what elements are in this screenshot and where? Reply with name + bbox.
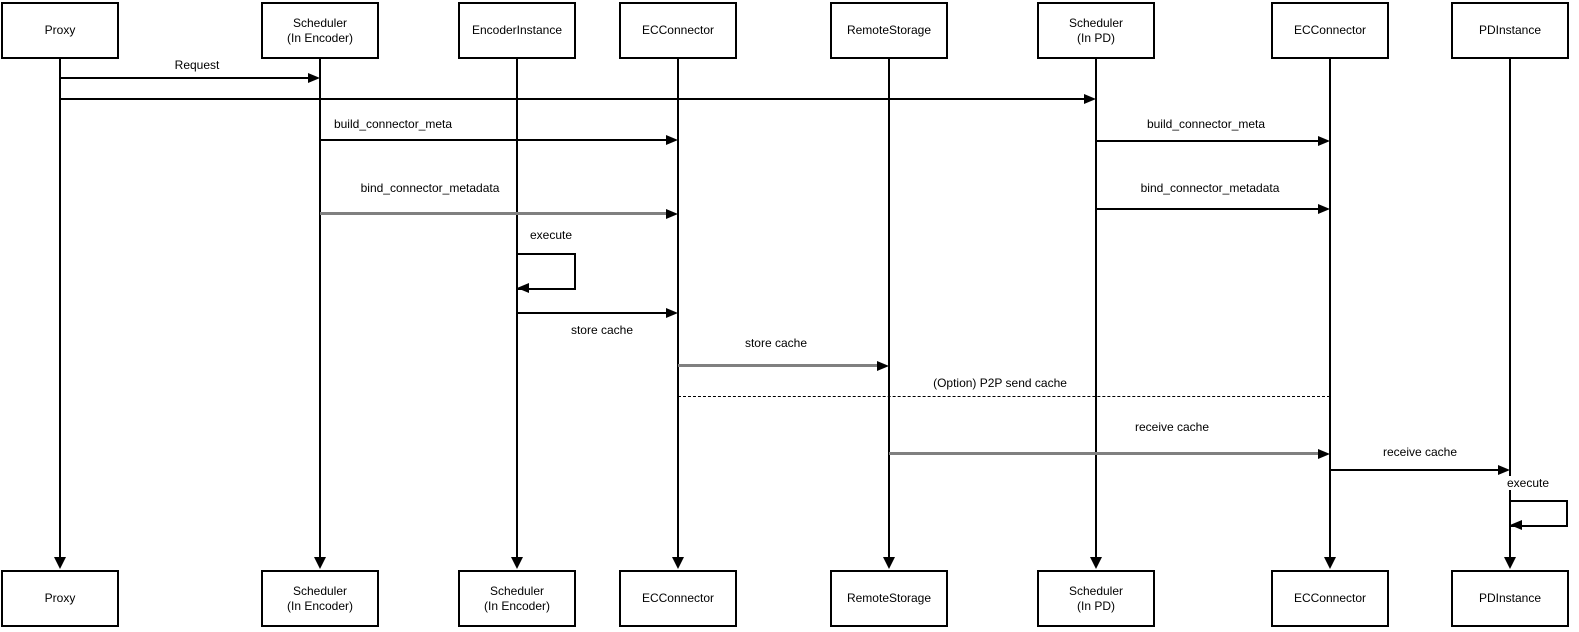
arrowhead-right-icon [1318, 204, 1330, 214]
message-label-store-cache-remote: store cache [742, 336, 810, 350]
participant-top-encoder-instance: EncoderInstance [458, 2, 576, 59]
participant-sublabel: (In PD) [1076, 598, 1115, 613]
arrowhead-right-icon [666, 308, 678, 318]
participant-label: Scheduler [1068, 583, 1124, 598]
participant-top-pdinstance: PDInstance [1451, 2, 1569, 59]
message-line-request [60, 77, 310, 79]
arrowhead-right-icon [1084, 94, 1096, 104]
participant-top-scheduler-pd: Scheduler (In PD) [1037, 2, 1155, 59]
message-label-execute-encoder: execute [527, 228, 575, 242]
lifeline-remote-storage [888, 59, 890, 559]
participant-label: Scheduler [1068, 15, 1124, 30]
lifeline-pdinstance [1509, 59, 1511, 559]
lifeline-ecconnector [677, 59, 679, 559]
participant-label: Proxy [44, 591, 76, 605]
participant-bottom-remote-storage: RemoteStorage [830, 570, 948, 627]
arrowhead-right-icon [1318, 449, 1330, 459]
participant-sublabel: (In Encoder) [286, 30, 354, 45]
lifeline-end-arrow-icon [1090, 557, 1102, 569]
lifeline-scheduler-encoder [319, 59, 321, 559]
lifeline-proxy [59, 59, 61, 559]
message-label-store-cache-encoder: store cache [568, 323, 636, 337]
message-line-build-connector-meta-encoder [320, 139, 667, 141]
participant-label: Scheduler [292, 583, 348, 598]
arrowhead-left-icon [1510, 520, 1522, 530]
lifeline-end-arrow-icon [883, 557, 895, 569]
message-line-bind-connector-metadata-pd [1096, 208, 1319, 210]
message-label-bind-connector-metadata-pd: bind_connector_metadata [1138, 181, 1282, 195]
message-line-build-connector-meta-pd [1096, 140, 1319, 142]
message-line-p2p-send-cache [678, 396, 1330, 397]
message-label-build-connector-meta-pd: build_connector_meta [1144, 117, 1268, 131]
message-line-receive-cache-pd [1330, 469, 1499, 471]
participant-label: Proxy [44, 23, 76, 37]
message-label-bind-connector-metadata-encoder: bind_connector_metadata [358, 181, 502, 195]
participant-bottom-ecconnector-pd: ECConnector [1271, 570, 1389, 627]
lifeline-encoder-instance [516, 59, 518, 559]
arrowhead-right-icon [877, 361, 889, 371]
message-line-store-cache-remote [678, 364, 878, 367]
lifeline-ecconnector-pd [1329, 59, 1331, 559]
participant-top-proxy: Proxy [1, 2, 119, 59]
lifeline-end-arrow-icon [314, 557, 326, 569]
arrowhead-right-icon [308, 73, 320, 83]
participant-top-ecconnector-pd: ECConnector [1271, 2, 1389, 59]
participant-bottom-proxy: Proxy [1, 570, 119, 627]
participant-label: PDInstance [1478, 23, 1542, 37]
lifeline-end-arrow-icon [1504, 557, 1516, 569]
lifeline-end-arrow-icon [54, 557, 66, 569]
participant-sublabel: (In PD) [1076, 30, 1115, 45]
arrowhead-left-icon [517, 283, 529, 293]
lifeline-scheduler-pd [1095, 59, 1097, 559]
participant-label: Scheduler [292, 15, 348, 30]
message-line-receive-cache-remote [889, 452, 1318, 455]
message-label-p2p-send-cache: (Option) P2P send cache [931, 376, 1069, 390]
message-line-proxy-to-scheduler-pd [60, 98, 1085, 100]
participant-label: ECConnector [1293, 591, 1367, 605]
lifeline-end-arrow-icon [672, 557, 684, 569]
arrowhead-right-icon [666, 135, 678, 145]
message-label-receive-cache-pd: receive cache [1380, 445, 1460, 459]
arrowhead-right-icon [1498, 465, 1510, 475]
lifeline-end-arrow-icon [1324, 557, 1336, 569]
participant-top-ecconnector: ECConnector [619, 2, 737, 59]
participant-bottom-scheduler-encoder-2: Scheduler (In Encoder) [458, 570, 576, 627]
arrowhead-right-icon [1318, 136, 1330, 146]
participant-label: EncoderInstance [471, 23, 563, 37]
participant-sublabel: (In Encoder) [483, 598, 551, 613]
message-label-request: Request [172, 58, 222, 72]
participant-label: RemoteStorage [846, 591, 932, 605]
message-label-execute-pd: execute [1504, 476, 1552, 490]
self-loop-execute-encoder [517, 253, 576, 290]
participant-label: ECConnector [1293, 23, 1367, 37]
self-loop-execute-pd [1510, 500, 1568, 527]
participant-label: Scheduler [489, 583, 545, 598]
participant-top-remote-storage: RemoteStorage [830, 2, 948, 59]
message-line-bind-connector-metadata-encoder [320, 212, 667, 215]
message-label-build-connector-meta-encoder: build_connector_meta [331, 117, 455, 131]
participant-label: ECConnector [641, 23, 715, 37]
participant-sublabel: (In Encoder) [286, 598, 354, 613]
message-line-store-cache-encoder [517, 312, 667, 314]
participant-bottom-pdinstance: PDInstance [1451, 570, 1569, 627]
message-label-receive-cache-remote: receive cache [1132, 420, 1212, 434]
participant-label: ECConnector [641, 591, 715, 605]
participant-bottom-scheduler-pd: Scheduler (In PD) [1037, 570, 1155, 627]
lifeline-end-arrow-icon [511, 557, 523, 569]
participant-bottom-scheduler-encoder: Scheduler (In Encoder) [261, 570, 379, 627]
arrowhead-right-icon [666, 209, 678, 219]
participant-label: PDInstance [1478, 591, 1542, 605]
participant-bottom-ecconnector: ECConnector [619, 570, 737, 627]
participant-top-scheduler-encoder: Scheduler (In Encoder) [261, 2, 379, 59]
participant-label: RemoteStorage [846, 23, 932, 37]
